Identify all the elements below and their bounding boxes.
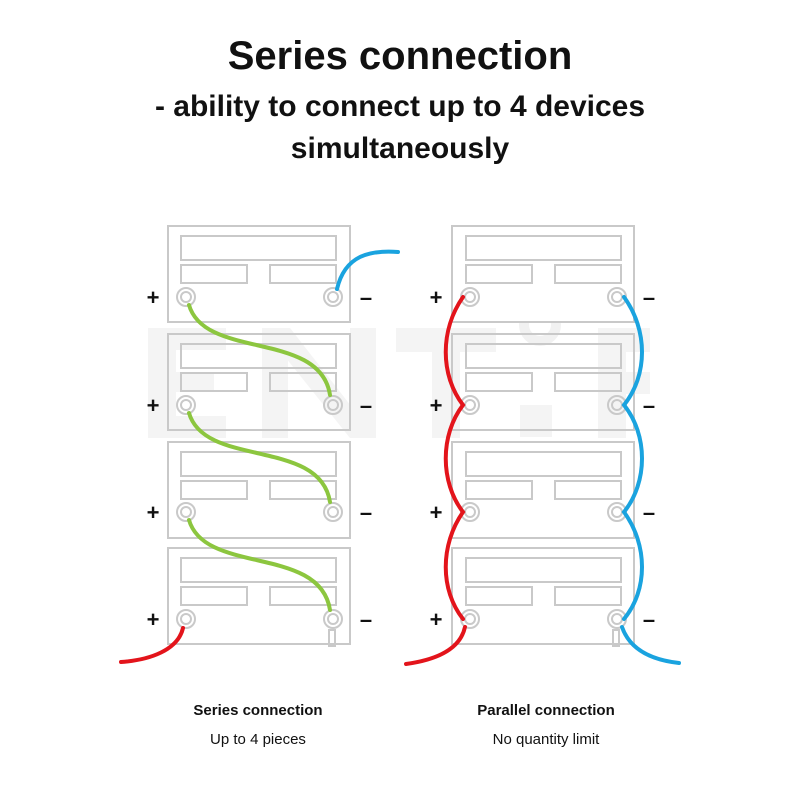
series-battery-1 xyxy=(167,225,351,323)
parallel-caption-subtitle: No quantity limit xyxy=(492,731,600,748)
parallel-minus-label-1: – xyxy=(643,285,655,310)
parallel-caption-title: Parallel connection xyxy=(477,702,615,719)
series-minus-label-4: – xyxy=(360,607,372,632)
parallel-negative-bus xyxy=(621,295,644,621)
parallel-minus-label-3: – xyxy=(643,500,655,525)
series-plus-label-2: + xyxy=(147,393,160,418)
series-caption-title: Series connection xyxy=(193,702,323,719)
parallel-battery-1 xyxy=(451,225,635,323)
parallel-battery-4 xyxy=(451,547,635,647)
series-minus-label-3: – xyxy=(360,500,372,525)
parallel-minus-label-2: – xyxy=(643,393,655,418)
subtitle-line-2: simultaneously xyxy=(290,132,510,165)
page-subtitle: - ability to connect up to 4 devices sim… xyxy=(0,86,800,170)
series-caption-subtitle: Up to 4 pieces xyxy=(210,731,306,748)
parallel-battery-3 xyxy=(451,441,635,539)
series-minus-label-1: – xyxy=(360,285,372,310)
parallel-plus-label-1: + xyxy=(430,285,443,310)
parallel-minus-label-4: – xyxy=(643,607,655,632)
series-plus-label-1: + xyxy=(147,285,160,310)
parallel-negative-lead xyxy=(620,625,681,665)
parallel-plus-label-4: + xyxy=(430,607,443,632)
parallel-positive-lead xyxy=(404,625,467,666)
parallel-diagram: + + + + – – – – xyxy=(404,225,681,666)
parallel-positive-bus xyxy=(443,295,466,621)
series-battery-4 xyxy=(167,547,351,647)
series-link-3-4 xyxy=(187,518,332,612)
parallel-caption: Parallel connection No quantity limit xyxy=(416,701,676,750)
subtitle-line-1: - ability to connect up to 4 devices xyxy=(154,90,646,123)
series-plus-label-3: + xyxy=(147,500,160,525)
page-title: Series connection xyxy=(227,34,573,78)
series-link-2-3 xyxy=(187,411,332,504)
series-caption: Series connection Up to 4 pieces xyxy=(128,701,388,750)
parallel-plus-label-3: + xyxy=(430,500,443,525)
parallel-plus-label-2: + xyxy=(430,393,443,418)
series-link-1-2 xyxy=(187,303,332,397)
series-minus-label-2: – xyxy=(360,393,372,418)
series-battery-3 xyxy=(167,441,351,539)
series-positive-lead xyxy=(119,626,185,664)
series-plus-label-4: + xyxy=(147,607,160,632)
series-diagram: + + + + – – – – xyxy=(119,225,400,664)
series-negative-lead xyxy=(335,249,400,291)
